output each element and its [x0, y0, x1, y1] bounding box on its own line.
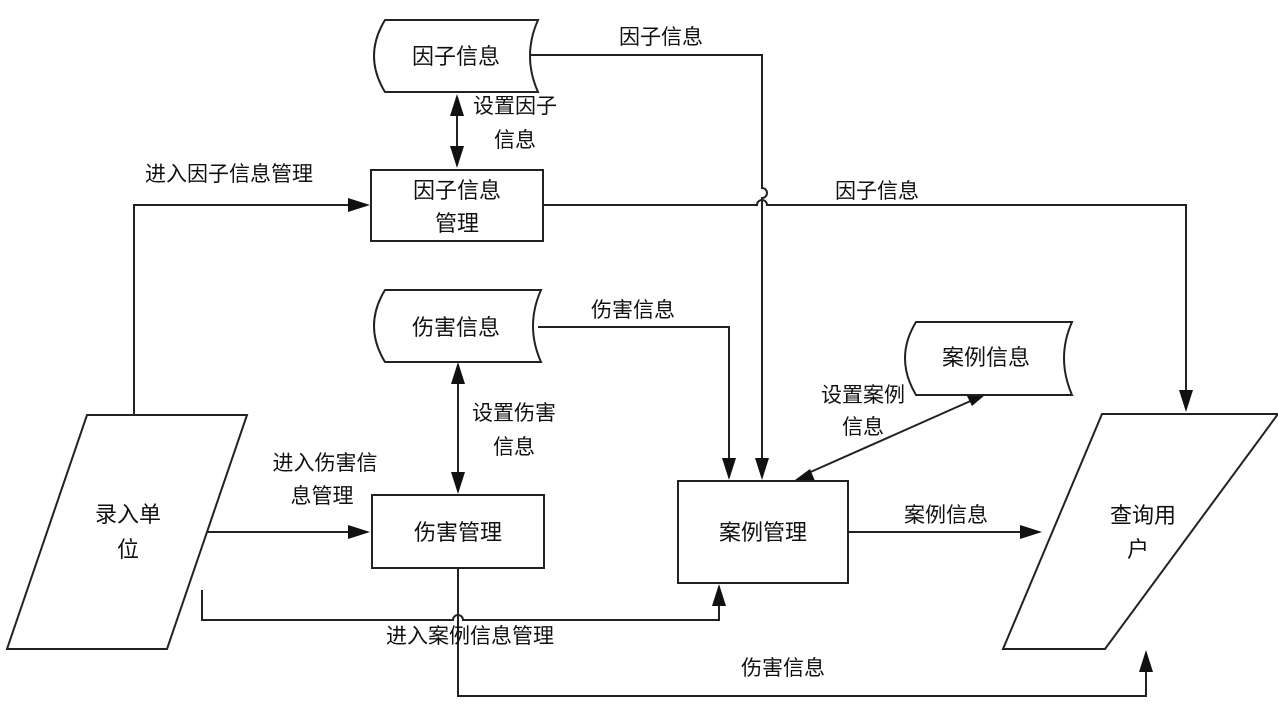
edge-label-factor-mgmt-to-query: 因子信息	[835, 179, 919, 203]
edge-label-set-harm-line2: 信息	[493, 435, 535, 459]
label-factor-mgmt-line2: 管理	[435, 212, 479, 237]
edge-factor-mgmt-to-query	[543, 199, 1187, 398]
label-harm-store: 伤害信息	[412, 316, 500, 341]
arrowhead-icon	[450, 146, 464, 168]
edge-enter-factor-mgmt	[133, 204, 360, 415]
label-factor-store: 因子信息	[412, 45, 500, 70]
data-store-factor[interactable]	[373, 19, 540, 93]
arrowhead-icon	[451, 472, 465, 494]
arrowhead-icon	[450, 94, 464, 116]
arrowhead-icon	[1179, 390, 1193, 412]
edge-label-set-harm-line1: 设置伤害	[472, 401, 556, 425]
edge-factor-store-to-case	[530, 54, 768, 468]
process-harm-mgmt[interactable]	[371, 494, 545, 569]
edge-set-case	[805, 398, 976, 475]
label-entry-unit-line2: 位	[117, 538, 139, 563]
arrowhead-icon	[966, 394, 985, 406]
edge-harm-store-to-case	[538, 326, 730, 468]
edge-label-enter-factor-mgmt: 进入因子信息管理	[145, 162, 313, 186]
edge-harm-mgmt-to-query	[457, 568, 1147, 697]
label-harm-mgmt: 伤害管理	[414, 521, 502, 546]
arrowhead-icon	[722, 458, 736, 480]
edge-label-case-to-query: 案例信息	[904, 503, 988, 527]
label-query-user-line1: 查询用	[1110, 504, 1176, 529]
arrowhead-icon	[712, 584, 726, 606]
edge-label-harm-mgmt-to-query: 伤害信息	[741, 656, 825, 680]
edge-label-enter-harm-mgmt-line1: 进入伤害信	[273, 451, 378, 475]
label-case-store: 案例信息	[942, 346, 1030, 371]
edge-label-harm-store-to-case: 伤害信息	[591, 298, 675, 322]
arrowhead-icon	[755, 458, 769, 480]
entity-query-user[interactable]	[1001, 413, 1278, 650]
edge-label-set-factor-line1: 设置因子	[473, 94, 557, 118]
arrowhead-icon	[795, 469, 815, 481]
label-query-user-line2: 户	[1127, 538, 1149, 563]
edge-label-enter-case-mgmt: 进入案例信息管理	[386, 624, 554, 648]
edge-label-enter-harm-mgmt-line2: 息管理	[291, 484, 354, 508]
edge-enter-case-mgmt	[201, 590, 720, 621]
arrowhead-icon	[1020, 525, 1042, 539]
arrowhead-icon	[451, 362, 465, 384]
arrowhead-icon	[1139, 650, 1153, 672]
label-case-mgmt: 案例管理	[719, 521, 807, 546]
entity-entry-unit[interactable]	[5, 414, 249, 650]
edge-label-set-case-line1: 设置案例	[821, 383, 905, 407]
edge-label-set-case-line2: 信息	[842, 415, 884, 439]
label-entry-unit-line1: 录入单	[95, 503, 161, 528]
edge-label-set-factor-line2: 信息	[494, 128, 536, 152]
data-store-case[interactable]	[904, 321, 1074, 396]
edge-label-factor-store-to-case: 因子信息	[619, 25, 703, 49]
data-store-harm[interactable]	[373, 289, 543, 363]
label-factor-mgmt-line1: 因子信息	[413, 179, 501, 204]
arrowhead-icon	[348, 525, 370, 539]
process-case-mgmt[interactable]	[677, 480, 849, 584]
process-factor-mgmt[interactable]	[370, 169, 544, 242]
arrowhead-icon	[348, 198, 370, 212]
